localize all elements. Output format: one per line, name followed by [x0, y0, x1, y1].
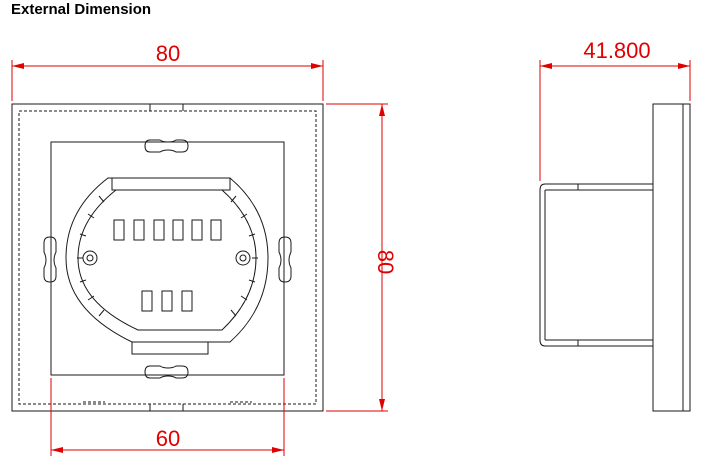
dim-inner-width [50, 378, 285, 456]
dim-front-width [11, 60, 324, 101]
terminal-5 [191, 219, 203, 241]
bottom-bracket [131, 341, 209, 355]
dashed-frame [18, 110, 317, 405]
label-front-width: 80 [156, 41, 180, 66]
label-front-height: 80 [373, 250, 398, 274]
slot-top [144, 139, 189, 153]
front-view [11, 103, 324, 412]
terminal-2 [133, 219, 145, 241]
side-view [539, 103, 691, 412]
bottom-tab [149, 404, 184, 411]
slot-right [278, 236, 292, 283]
dimension-lines [11, 60, 691, 456]
terminal-4 [172, 219, 184, 241]
screw-hole-left [82, 250, 98, 266]
side-plate [652, 103, 691, 412]
screw-hole-right [235, 250, 251, 266]
ring-teeth-right [230, 195, 258, 317]
upper-terminals [113, 219, 222, 241]
lower-terminals [141, 290, 193, 312]
dim-front-height [326, 103, 388, 412]
terminal-7 [141, 290, 153, 312]
label-inner-width: 60 [156, 426, 180, 451]
top-tab [149, 104, 184, 111]
ring-teeth-left [77, 195, 105, 317]
outer-frame [11, 103, 324, 412]
side-body [539, 183, 653, 347]
slot-left [43, 236, 57, 283]
page-title: External Dimension [11, 1, 152, 18]
inner-plate [50, 141, 285, 376]
label-side-depth: 41.800 [583, 38, 650, 63]
slot-bottom [144, 365, 189, 379]
terminal-8 [161, 290, 173, 312]
terminal-6 [210, 219, 222, 241]
terminal-1 [113, 219, 125, 241]
top-bracket [111, 177, 231, 191]
terminal-3 [153, 219, 165, 241]
dim-side-depth [539, 60, 691, 181]
terminal-9 [181, 290, 193, 312]
terminal-ring-inner [77, 189, 257, 331]
